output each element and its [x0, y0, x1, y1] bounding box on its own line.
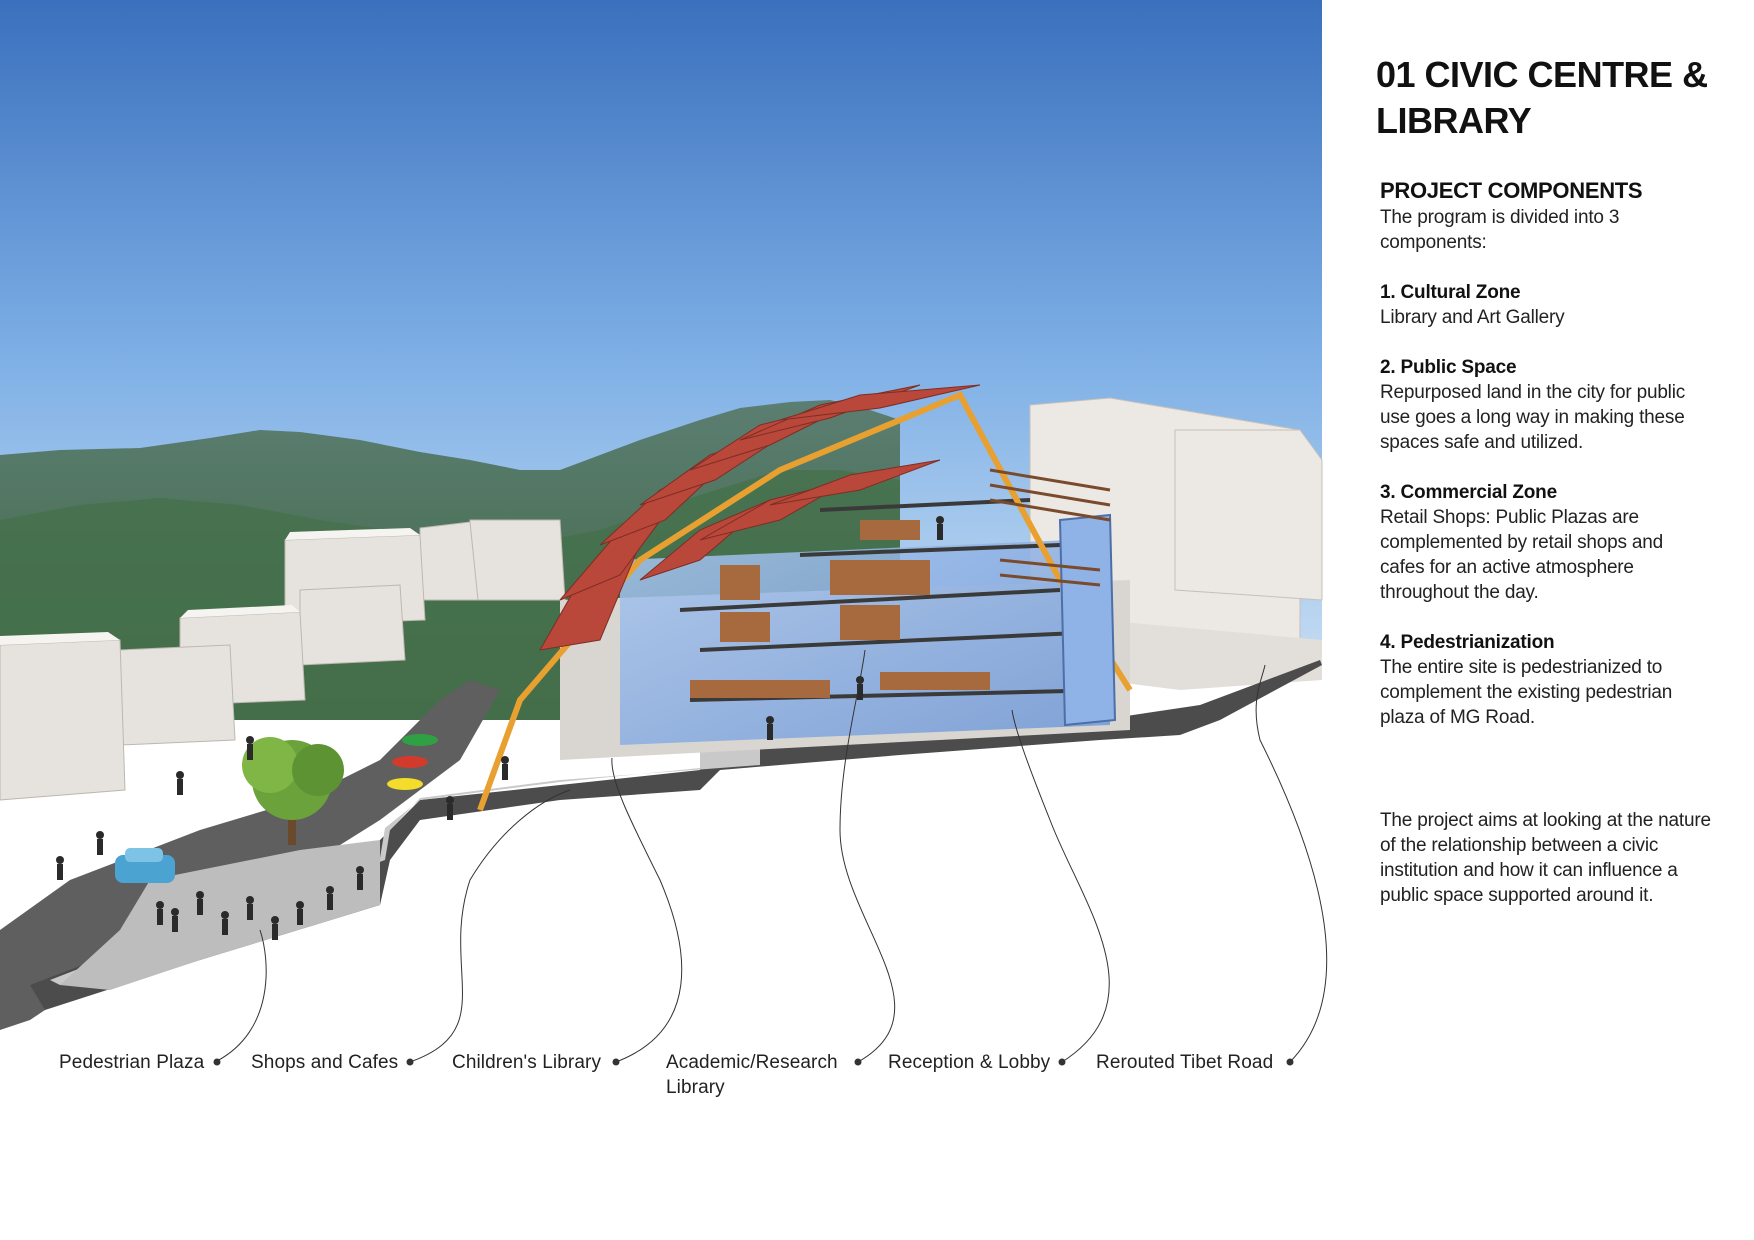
page-title: 01 CIVIC CENTRE & LIBRARY [1376, 54, 1708, 141]
callout-reception-lobby: Reception & Lobby [888, 1052, 1051, 1073]
project-components-intro: The program is divided into 3 components… [1380, 207, 1620, 253]
callout-dots [213, 1058, 1294, 1066]
component-title: 2. Public Space [1380, 357, 1517, 378]
callout-rerouted-tibet-road: Rerouted Tibet Road [1096, 1052, 1274, 1073]
callout-academic-research-library: Academic/Research Library [666, 1052, 838, 1098]
plaza-tree [242, 737, 344, 845]
component-commercial-zone: 3. Commercial Zone Retail Shops: Public … [1380, 480, 1710, 605]
component-pedestrianization: 4. Pedestrianization The entire site is … [1380, 630, 1710, 730]
callout-shops-and-cafes: Shops and Cafes [251, 1052, 399, 1073]
right-plaza-slope [1100, 620, 1322, 690]
cafe-umbrellas [387, 734, 438, 790]
callout-leaders [216, 649, 1328, 1063]
project-components-heading: PROJECT COMPONENTS [1380, 178, 1643, 203]
plaza-ground [30, 660, 1322, 1010]
callout-childrens-library: Children's Library [452, 1052, 602, 1073]
taxi-car [115, 848, 175, 883]
component-description: Retail Shops: Public Plazas are compleme… [1380, 507, 1663, 603]
component-title: 3. Commercial Zone [1380, 482, 1557, 503]
left-buildings [0, 519, 566, 801]
component-description: Library and Art Gallery [1380, 307, 1565, 328]
component-description: Repurposed land in the city for public u… [1380, 382, 1686, 453]
component-title: 1. Cultural Zone [1380, 282, 1521, 303]
closing-statement: The project aims at looking at the natur… [1380, 810, 1711, 906]
lower-plaza [60, 840, 380, 990]
component-description: The entire site is pedestrianized to com… [1380, 657, 1673, 728]
left-building-roofs [0, 528, 420, 645]
component-public-space: 2. Public Space Repurposed land in the c… [1380, 355, 1710, 455]
roof-panels [539, 384, 981, 651]
people-silhouettes [56, 516, 944, 940]
library-building [477, 384, 1133, 812]
callout-pedestrian-plaza: Pedestrian Plaza [59, 1052, 205, 1073]
component-title: 4. Pedestrianization [1380, 632, 1555, 653]
component-cultural-zone: 1. Cultural Zone Library and Art Gallery [1380, 280, 1710, 330]
